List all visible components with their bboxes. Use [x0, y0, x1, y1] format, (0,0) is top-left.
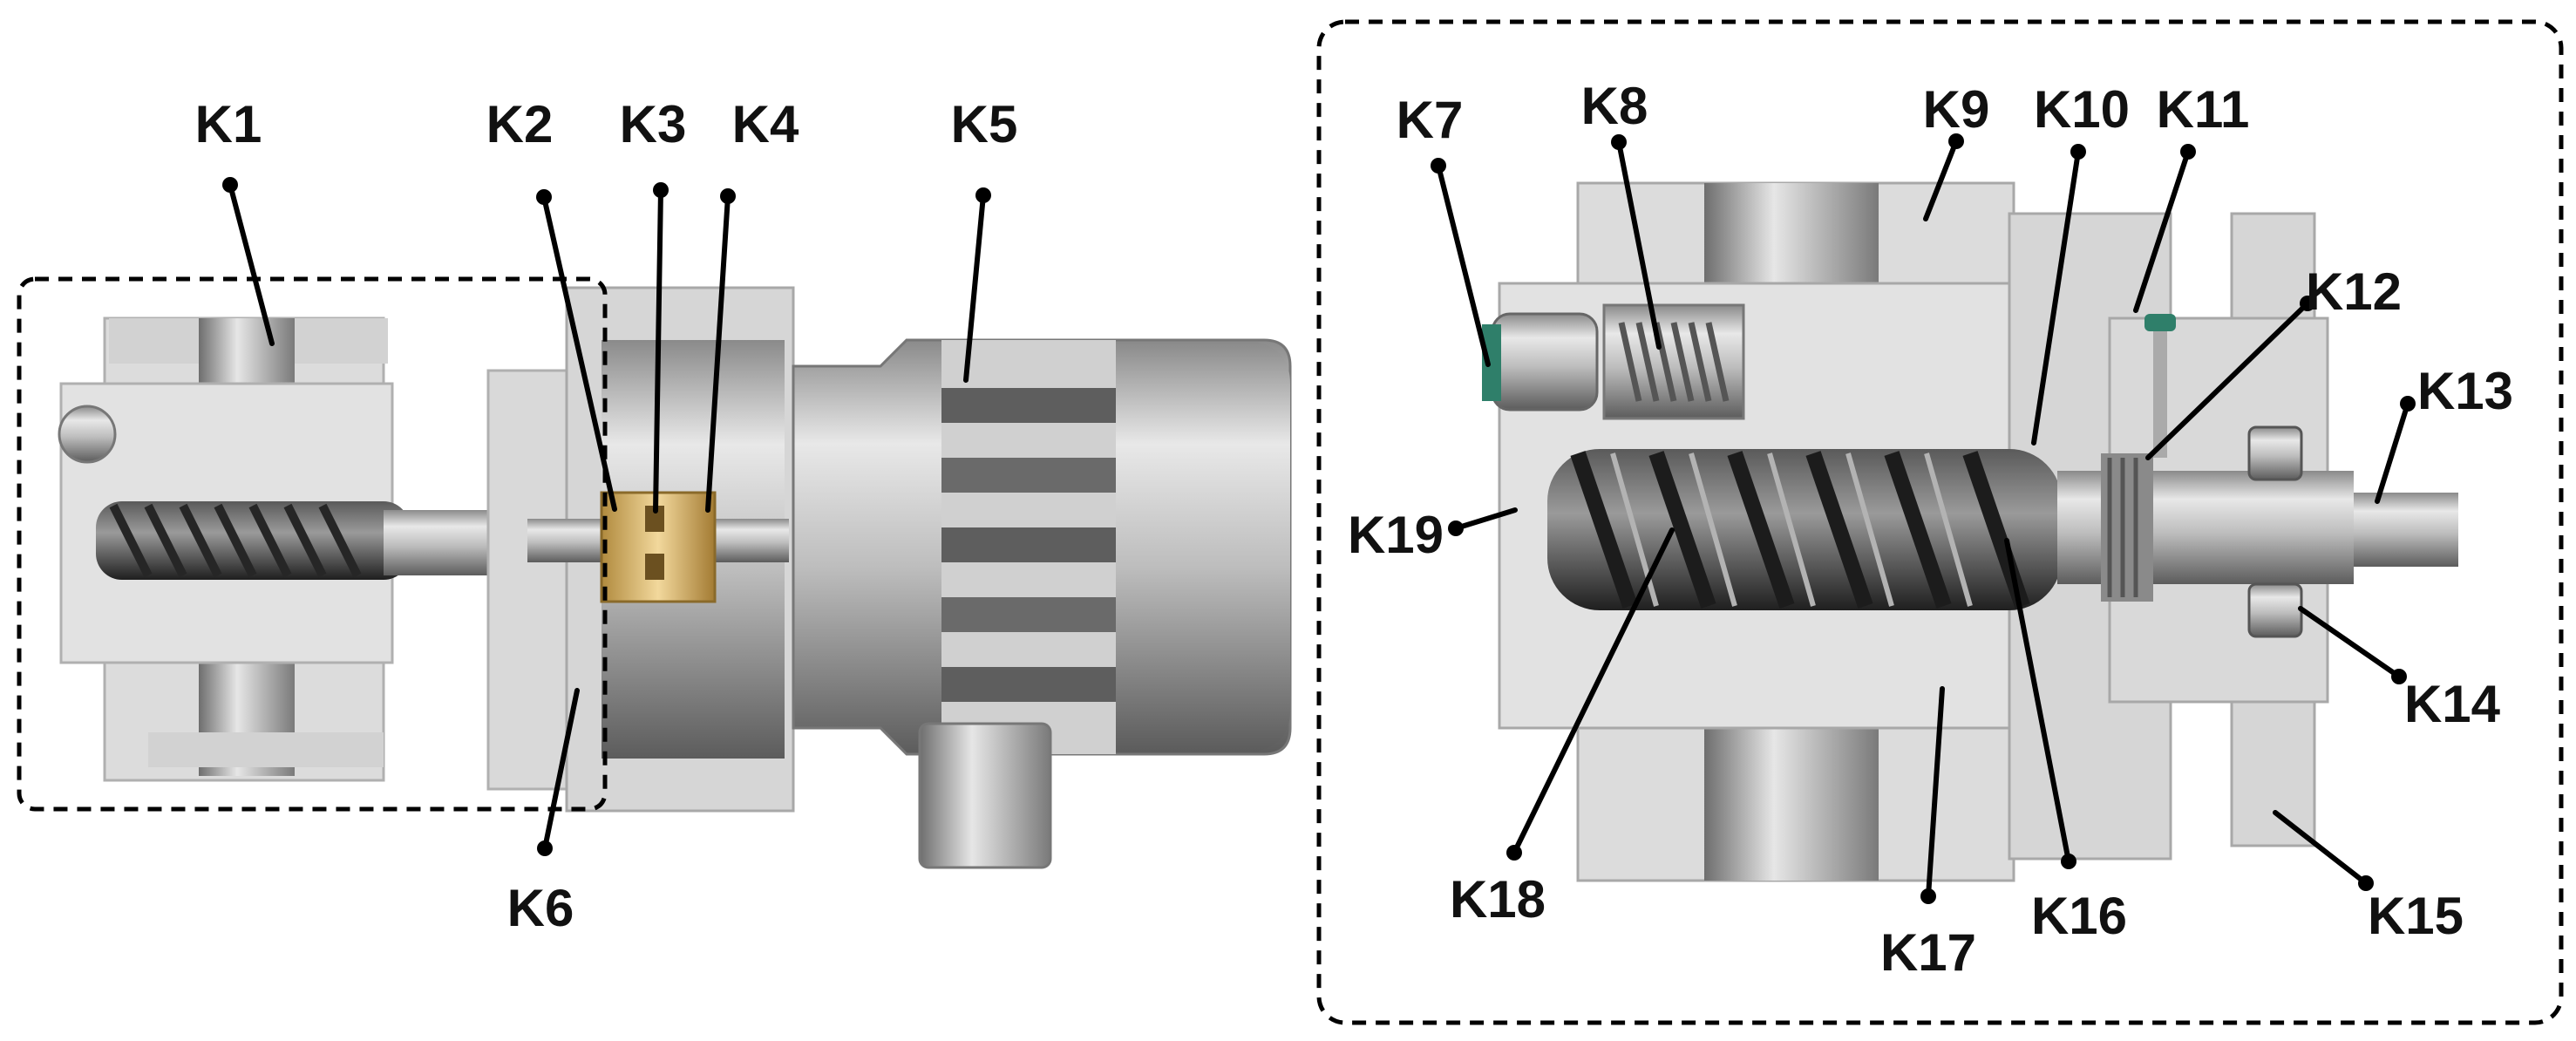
- leader-k1: [228, 182, 275, 346]
- leader-k18-dot: [1506, 845, 1522, 861]
- leader-k6-dot: [537, 840, 553, 856]
- leader-k15: [2273, 810, 2369, 886]
- leader-k14: [2298, 606, 2402, 679]
- leader-k19: [1453, 507, 1518, 531]
- leader-k5-dot: [975, 187, 991, 203]
- label-k5: K5: [951, 95, 1018, 153]
- label-k12: K12: [2306, 262, 2402, 321]
- leader-k19-dot: [1448, 520, 1464, 536]
- leader-k12-dot: [2300, 296, 2315, 311]
- leader-k12: [2145, 301, 2310, 460]
- pump-casing-left: [58, 316, 612, 791]
- relief-valve: [1482, 303, 1745, 420]
- label-k18: K18: [1450, 870, 1546, 929]
- detail-frame-left: [17, 276, 608, 812]
- label-k4: K4: [732, 95, 799, 153]
- leader-k4-dot: [720, 188, 736, 204]
- leader-k5: [963, 193, 986, 383]
- screw-rotor: [1547, 449, 2062, 610]
- label-k16: K16: [2031, 887, 2127, 945]
- leader-k11-dot: [2180, 144, 2196, 160]
- leader-k7: [1436, 163, 1491, 367]
- label-k10: K10: [2034, 80, 2130, 139]
- label-k13: K13: [2417, 362, 2513, 420]
- leader-k15-dot: [2358, 875, 2374, 891]
- motor: [792, 338, 1292, 869]
- label-k8: K8: [1581, 77, 1648, 135]
- leader-k1-dot: [222, 177, 238, 193]
- leader-k18: [1512, 527, 1675, 855]
- label-k17: K17: [1880, 923, 1976, 982]
- part-labels: K1 K2 K3 K4 K5 K6 K7 K8 K9 K10 K11 K12 K…: [195, 77, 2513, 982]
- detail-frame-right: [1316, 19, 2564, 1025]
- leader-k3: [653, 187, 663, 514]
- leader-k2: [541, 194, 617, 512]
- leader-k13: [2375, 401, 2410, 504]
- leader-k4: [705, 194, 731, 513]
- leader-k8: [1616, 139, 1662, 350]
- leader-k10: [2031, 149, 2081, 446]
- leader-k2-dot: [536, 189, 552, 205]
- label-k15: K15: [2368, 887, 2464, 945]
- leader-k6: [542, 688, 580, 851]
- label-k3: K3: [620, 95, 687, 153]
- leader-lines: [222, 133, 2416, 904]
- label-k6: K6: [507, 879, 574, 937]
- leader-k9: [1923, 139, 1959, 221]
- label-k19: K19: [1348, 506, 1444, 564]
- label-k1: K1: [195, 95, 262, 153]
- leader-k14-dot: [2391, 669, 2407, 684]
- label-k2: K2: [486, 95, 554, 153]
- pump-section-detail: [1482, 181, 2458, 882]
- leader-k10-dot: [2070, 144, 2086, 160]
- label-k14: K14: [2404, 675, 2501, 733]
- pump-assembly: [58, 286, 1292, 869]
- label-k9: K9: [1923, 80, 1990, 139]
- leader-k3-dot: [653, 182, 669, 198]
- leader-k13-dot: [2400, 396, 2416, 412]
- leader-k17-dot: [1920, 888, 1936, 904]
- label-k7: K7: [1397, 91, 1464, 149]
- leader-k11: [2133, 149, 2191, 313]
- leader-k17: [1926, 686, 1945, 899]
- drive-shaft: [2057, 314, 2458, 638]
- label-k11: K11: [2157, 80, 2250, 139]
- leader-k9-dot: [1948, 133, 1964, 149]
- leader-k8-dot: [1611, 134, 1627, 150]
- leader-k16: [2004, 538, 2071, 864]
- leader-k7-dot: [1431, 158, 1446, 174]
- leader-k16-dot: [2061, 854, 2076, 869]
